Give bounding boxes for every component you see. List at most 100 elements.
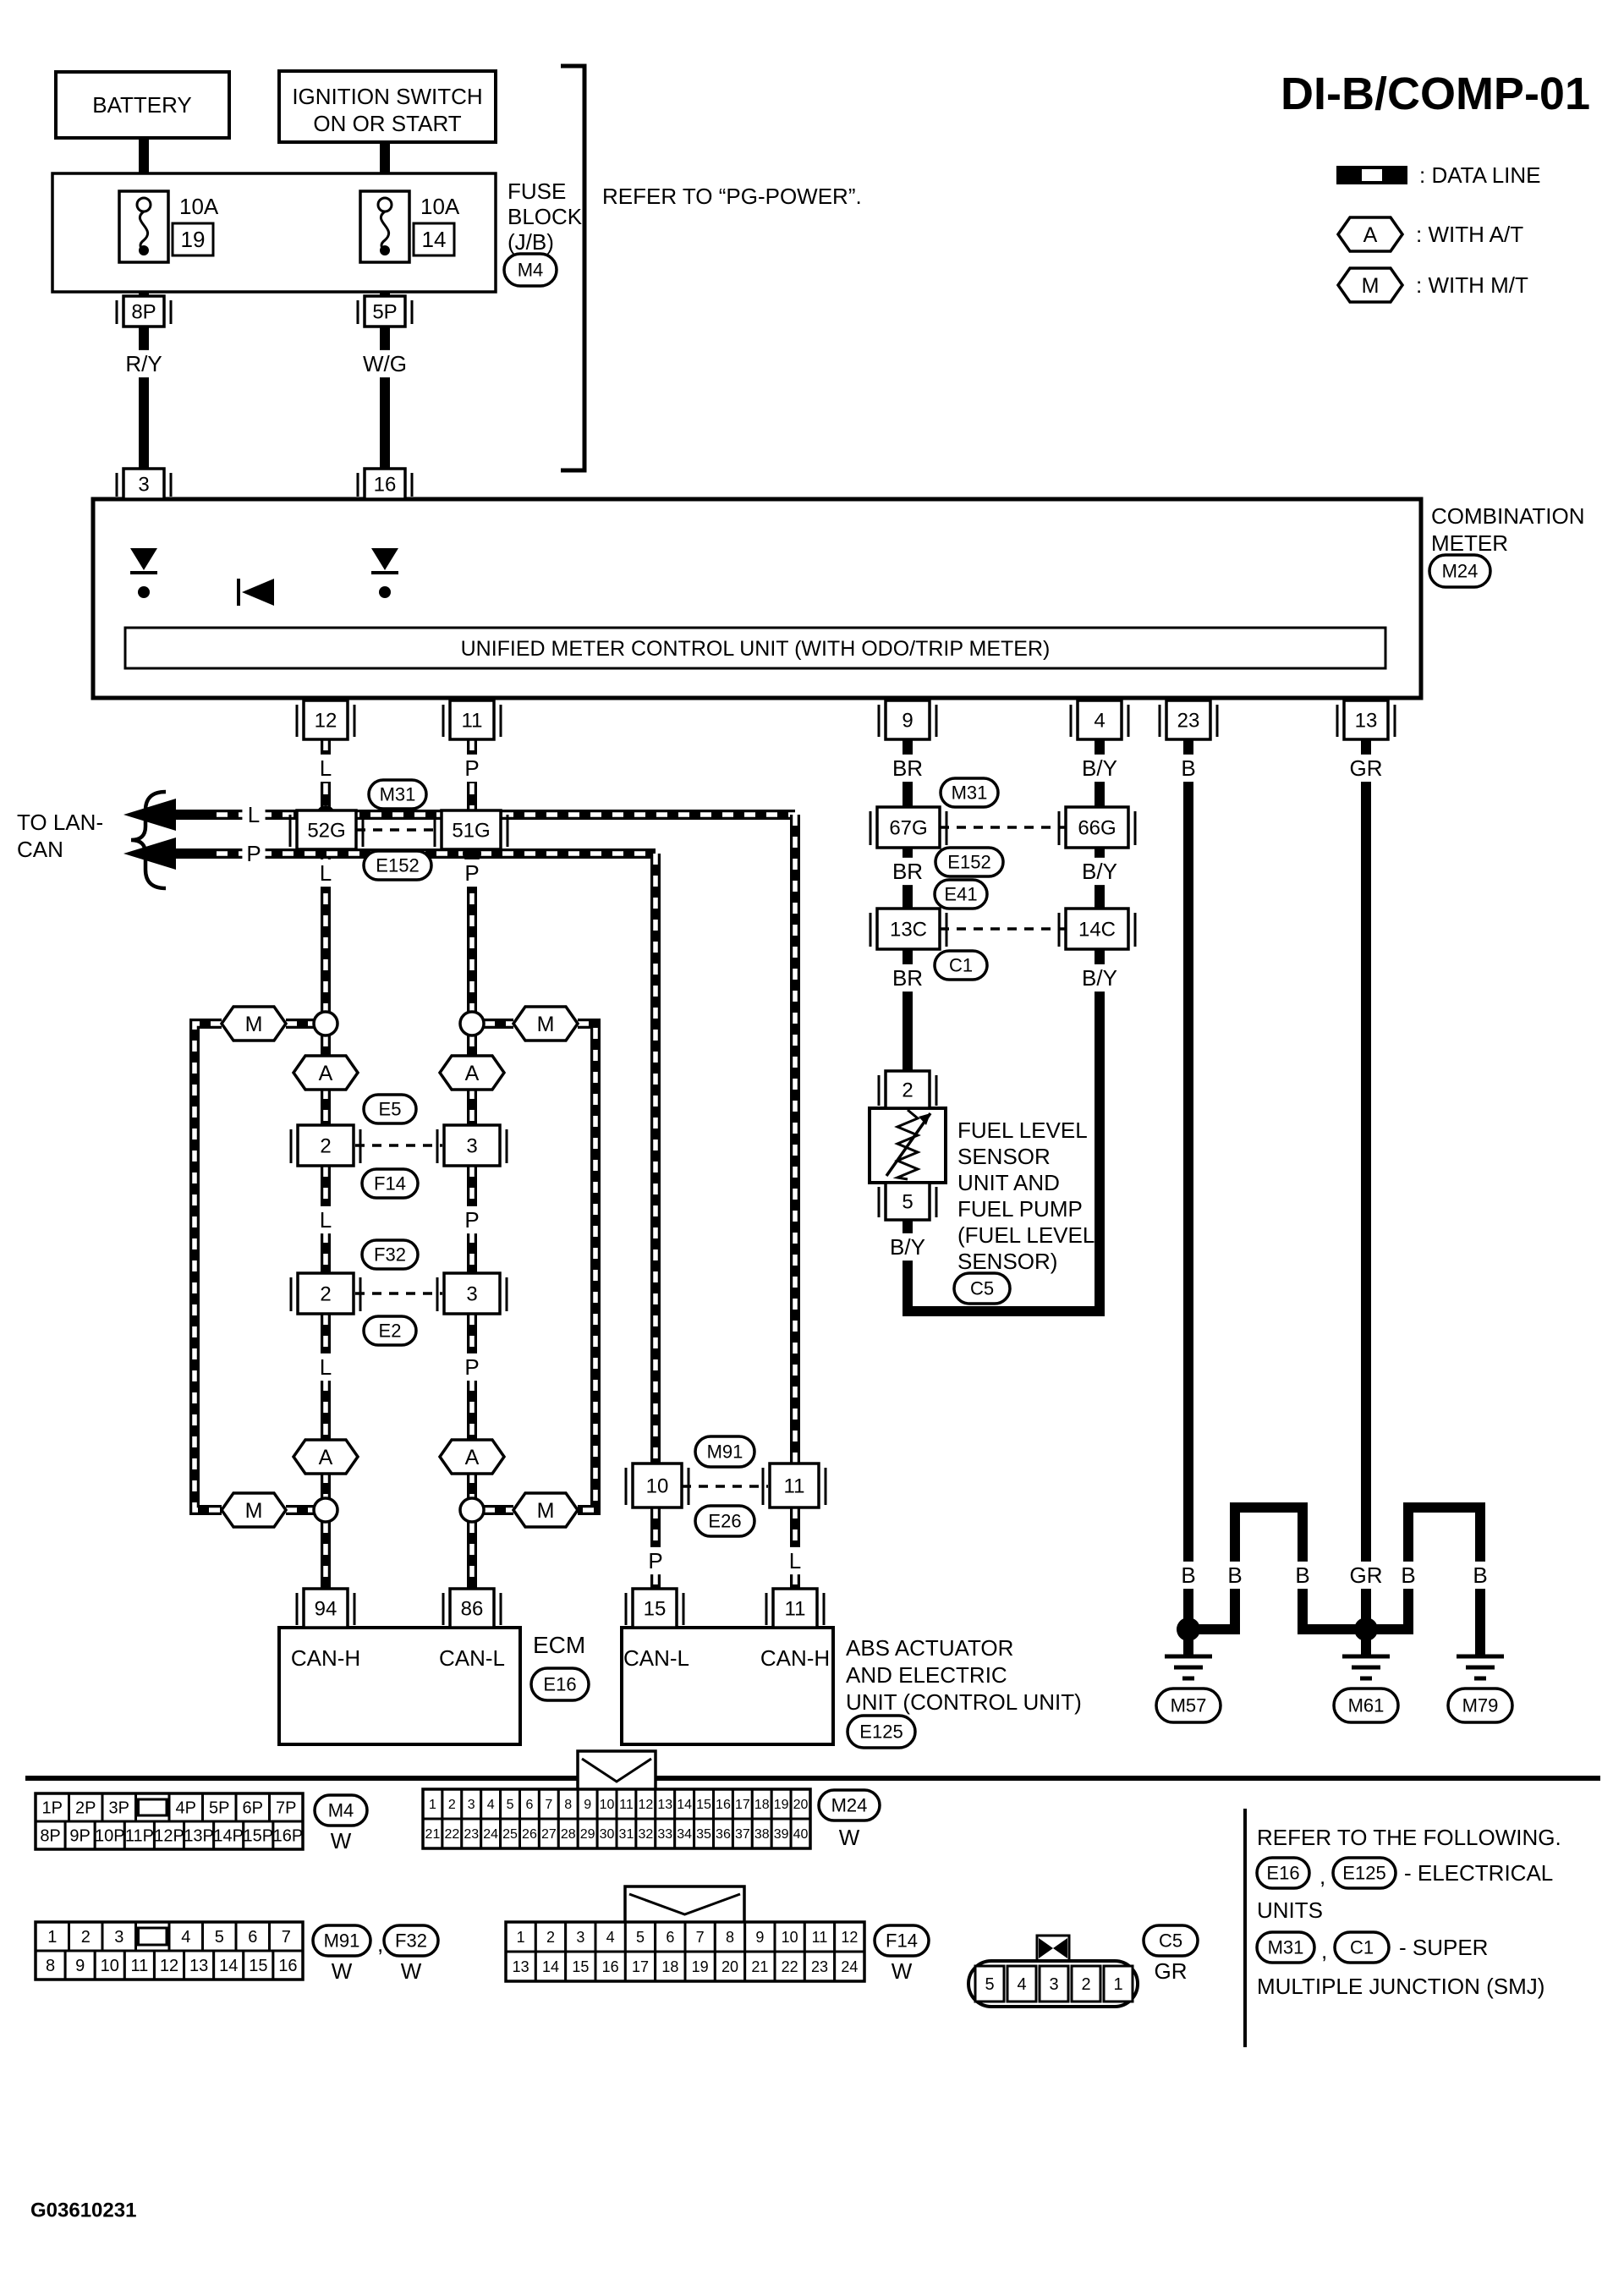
wire-label-l-3-bg bbox=[314, 1205, 337, 1234]
c5-key-l bbox=[1039, 1938, 1053, 1958]
meter-pin-23-bracket bbox=[1158, 705, 1219, 737]
pin-16-bracket bbox=[356, 473, 414, 497]
fuse-14-number-box bbox=[412, 222, 456, 257]
lan-arrow-l bbox=[123, 799, 176, 831]
wire-label-br-2-bg bbox=[888, 857, 927, 886]
meter-pin-23-label: 23 bbox=[1177, 709, 1200, 732]
wire-label-l-2-bg bbox=[314, 859, 337, 887]
wire-label-l-abs: L bbox=[789, 1548, 801, 1573]
ref-m31-br bbox=[939, 777, 1000, 809]
meter-diode-1 bbox=[130, 548, 157, 570]
connector-grid-f14-cell-label: 19 bbox=[692, 1958, 709, 1975]
abs-pin-11-bracket bbox=[765, 1593, 826, 1625]
wire-label-ry-bg bbox=[118, 349, 170, 378]
ref-e125-footer-label: E125 bbox=[1342, 1863, 1385, 1884]
pin-8p-label: 8P bbox=[131, 300, 156, 323]
fuel-sensor-label-4: FUEL PUMP bbox=[957, 1196, 1083, 1222]
connector-grid-m24-cell-label: 32 bbox=[638, 1827, 653, 1842]
connector-grid-m24-cell-label: 6 bbox=[525, 1798, 533, 1812]
connector-grid-m4-cell-label: 12P bbox=[154, 1827, 184, 1846]
meter-pin-9 bbox=[884, 699, 931, 741]
ref-m4-label: M4 bbox=[518, 260, 544, 281]
hex-m-bottom-right bbox=[511, 1491, 580, 1529]
connector-grid-m4-cell bbox=[152, 1820, 186, 1851]
junction-l-top bbox=[312, 1010, 339, 1037]
f14-color: W bbox=[892, 1958, 913, 1984]
fuse-10a-19-terminal bbox=[135, 196, 152, 213]
smj-13c-bracket bbox=[869, 913, 948, 947]
connector-grid-m24-cell-label: 10 bbox=[600, 1798, 615, 1812]
conn-2-e5-label: 2 bbox=[320, 1134, 331, 1157]
ref-f14-footer bbox=[873, 1924, 930, 1958]
junction-p-top bbox=[458, 1010, 486, 1037]
to-lan-can-brace bbox=[130, 789, 167, 891]
meter-pin-13-bracket bbox=[1336, 705, 1396, 737]
refer-super: - SUPER bbox=[1399, 1935, 1488, 1960]
connector-grid-m24-cell-label: 34 bbox=[677, 1827, 692, 1842]
connector-grid-m91-f32-cell bbox=[234, 1920, 271, 1952]
smj-14c-bracket bbox=[1057, 913, 1137, 947]
to-lan-can-label-1: TO LAN- bbox=[17, 810, 103, 835]
ref-m31-footer bbox=[1255, 1930, 1316, 1964]
connector-grid-m91-f32-cell-label: 13 bbox=[189, 1957, 208, 1975]
abs-pin-11 bbox=[771, 1587, 819, 1629]
legend-hex-m-label: M bbox=[1362, 274, 1380, 298]
ref-c5-footer bbox=[1142, 1924, 1199, 1958]
fuse-19-number-box bbox=[171, 222, 215, 257]
conn-3-e2 bbox=[442, 1271, 502, 1315]
wire-label-b-1: B bbox=[1181, 755, 1195, 781]
m4-color: W bbox=[331, 1828, 352, 1853]
title: DI-B/COMP-01 bbox=[1281, 69, 1590, 119]
connector-grid-m24-cell-label: 14 bbox=[677, 1798, 692, 1812]
connector-grid-f14-cell-label: 11 bbox=[812, 1929, 828, 1946]
wire-label-l-4: L bbox=[320, 1354, 332, 1380]
mt-bypass-left bbox=[189, 1019, 222, 1515]
connector-grid-m4-cell bbox=[93, 1820, 126, 1851]
legend-hex-a-label: A bbox=[1363, 223, 1378, 247]
wire-label-p-abs: P bbox=[648, 1548, 662, 1573]
ref-f32-footer bbox=[382, 1924, 440, 1958]
connector-grid-m4-cell-label: 8P bbox=[40, 1827, 60, 1846]
wire-label-by-1: B/Y bbox=[1082, 755, 1117, 781]
connector-grid-m91-f32-cell-label: 4 bbox=[181, 1928, 190, 1947]
connector-grid-m4-outline bbox=[34, 1792, 304, 1851]
fuse-10a-14-terminal bbox=[376, 196, 393, 213]
ground-label-gr-2-bg bbox=[1347, 1561, 1385, 1590]
ref-m31-footer-label: M31 bbox=[1268, 1937, 1304, 1958]
smj-52g-bracket bbox=[288, 815, 365, 847]
connector-grid-f14-cell-label: 12 bbox=[841, 1929, 858, 1946]
conn-11-e26-label: 11 bbox=[784, 1474, 805, 1497]
connector-grid-f14-cell-label: 21 bbox=[751, 1958, 768, 1975]
wire-label-br-2: BR bbox=[892, 859, 923, 884]
ref-e152-lan-label: E152 bbox=[376, 855, 419, 876]
conn-10-e26-bracket bbox=[624, 1468, 690, 1505]
conn-3-e2-bracket bbox=[436, 1277, 508, 1311]
m24-key bbox=[576, 1749, 657, 1789]
connector-grid-m24-cell-label: 3 bbox=[468, 1798, 475, 1812]
wire-label-p-1: P bbox=[464, 755, 479, 781]
ground-label-b-4: B bbox=[1295, 1562, 1309, 1588]
pin-3-bracket bbox=[115, 473, 173, 497]
refer-comma-2: , bbox=[1321, 1938, 1327, 1963]
wire-label-l-abs-bg bbox=[783, 1546, 807, 1575]
conn-11-e26 bbox=[768, 1462, 820, 1509]
connector-grid-m4-cell bbox=[183, 1820, 216, 1851]
wire-label-by-fuel: B/Y bbox=[890, 1234, 925, 1260]
ecm-pin-94-label: 94 bbox=[315, 1597, 337, 1620]
ground-label-b-3: B bbox=[1227, 1562, 1242, 1588]
connector-grid-m24-cell-label: 5 bbox=[507, 1798, 514, 1812]
abs-label-2: AND ELECTRIC bbox=[846, 1662, 1007, 1688]
connector-grid-c5-cell bbox=[1070, 1964, 1102, 2003]
connector-grid-f14-cell-label: 24 bbox=[841, 1958, 858, 1975]
connector-grid-c5-cell bbox=[1006, 1964, 1038, 2003]
ref-e41-label: E41 bbox=[944, 884, 977, 905]
connector-grid-m91-f32-cell-label: 7 bbox=[282, 1928, 291, 1947]
wire-label-p-4: P bbox=[464, 1354, 479, 1380]
fuel-pin-5-label: 5 bbox=[902, 1190, 913, 1213]
refer-smj: MULTIPLE JUNCTION (SMJ) bbox=[1257, 1974, 1544, 1999]
ref-e5 bbox=[362, 1093, 418, 1125]
ref-f14 bbox=[360, 1167, 420, 1200]
fuel-pin-5-bracket bbox=[877, 1187, 938, 1217]
wire-label-p-2-bg bbox=[460, 859, 484, 887]
wire-label-l-1: L bbox=[320, 755, 332, 781]
